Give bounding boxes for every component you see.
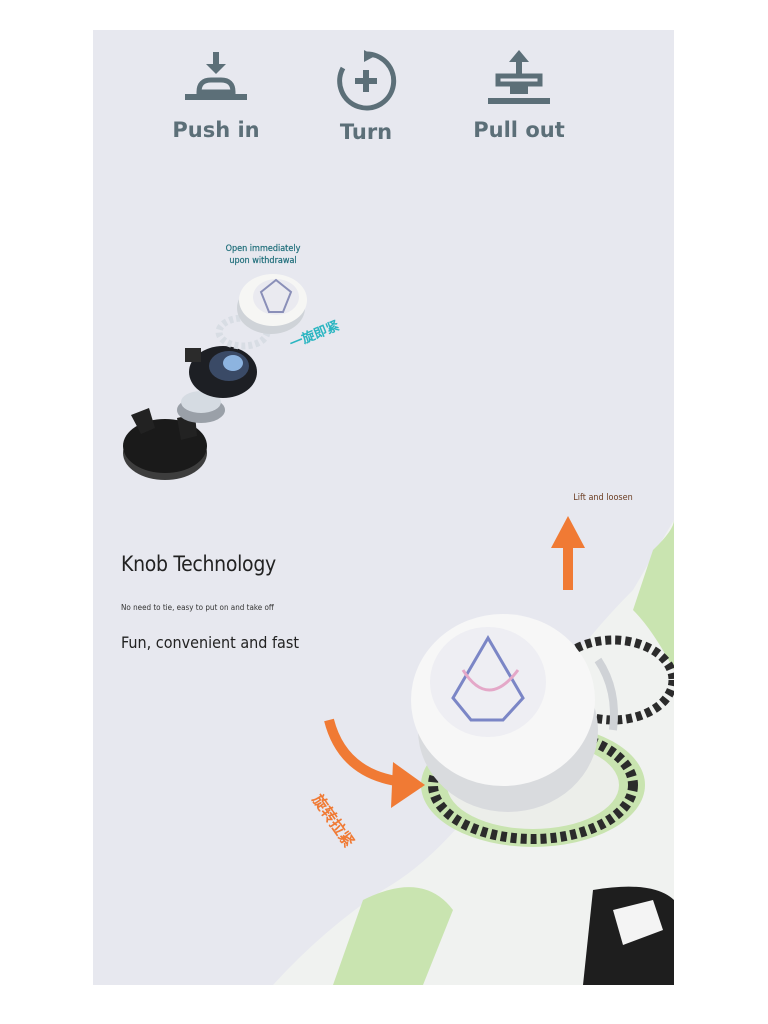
lift-loosen-callout: Lift and loosen bbox=[573, 493, 633, 503]
shoe-upper bbox=[273, 520, 674, 985]
pull-out-icon bbox=[488, 50, 550, 104]
step-turn: Turn bbox=[301, 50, 431, 144]
feature-subtext: No need to tie, easy to put on and take … bbox=[121, 603, 274, 612]
knob-housing-part bbox=[185, 346, 257, 398]
knob-base-part bbox=[123, 408, 207, 480]
product-panel: Push in Turn Pull out bbox=[93, 30, 674, 985]
step-label: Push in bbox=[172, 118, 260, 142]
step-pull-out: Pull out bbox=[454, 50, 584, 142]
feature-tagline: Fun, convenient and fast bbox=[121, 633, 300, 652]
shoe-knob-illustration bbox=[273, 516, 674, 985]
knob-spool-part bbox=[177, 391, 225, 423]
rotate-arrow bbox=[324, 718, 425, 808]
exploded-knob-diagram bbox=[123, 274, 307, 480]
feature-heading: Knob Technology bbox=[121, 552, 276, 576]
step-push-in: Push in bbox=[151, 50, 281, 142]
lift-arrow bbox=[551, 516, 585, 590]
step-label: Pull out bbox=[473, 118, 565, 142]
knob-cap-part bbox=[237, 274, 307, 334]
push-in-icon bbox=[185, 52, 247, 100]
turn-icon bbox=[337, 50, 397, 111]
white-knob bbox=[411, 614, 618, 812]
step-label: Turn bbox=[339, 120, 393, 144]
withdrawal-callout: Open immediately upon withdrawal bbox=[225, 244, 301, 266]
